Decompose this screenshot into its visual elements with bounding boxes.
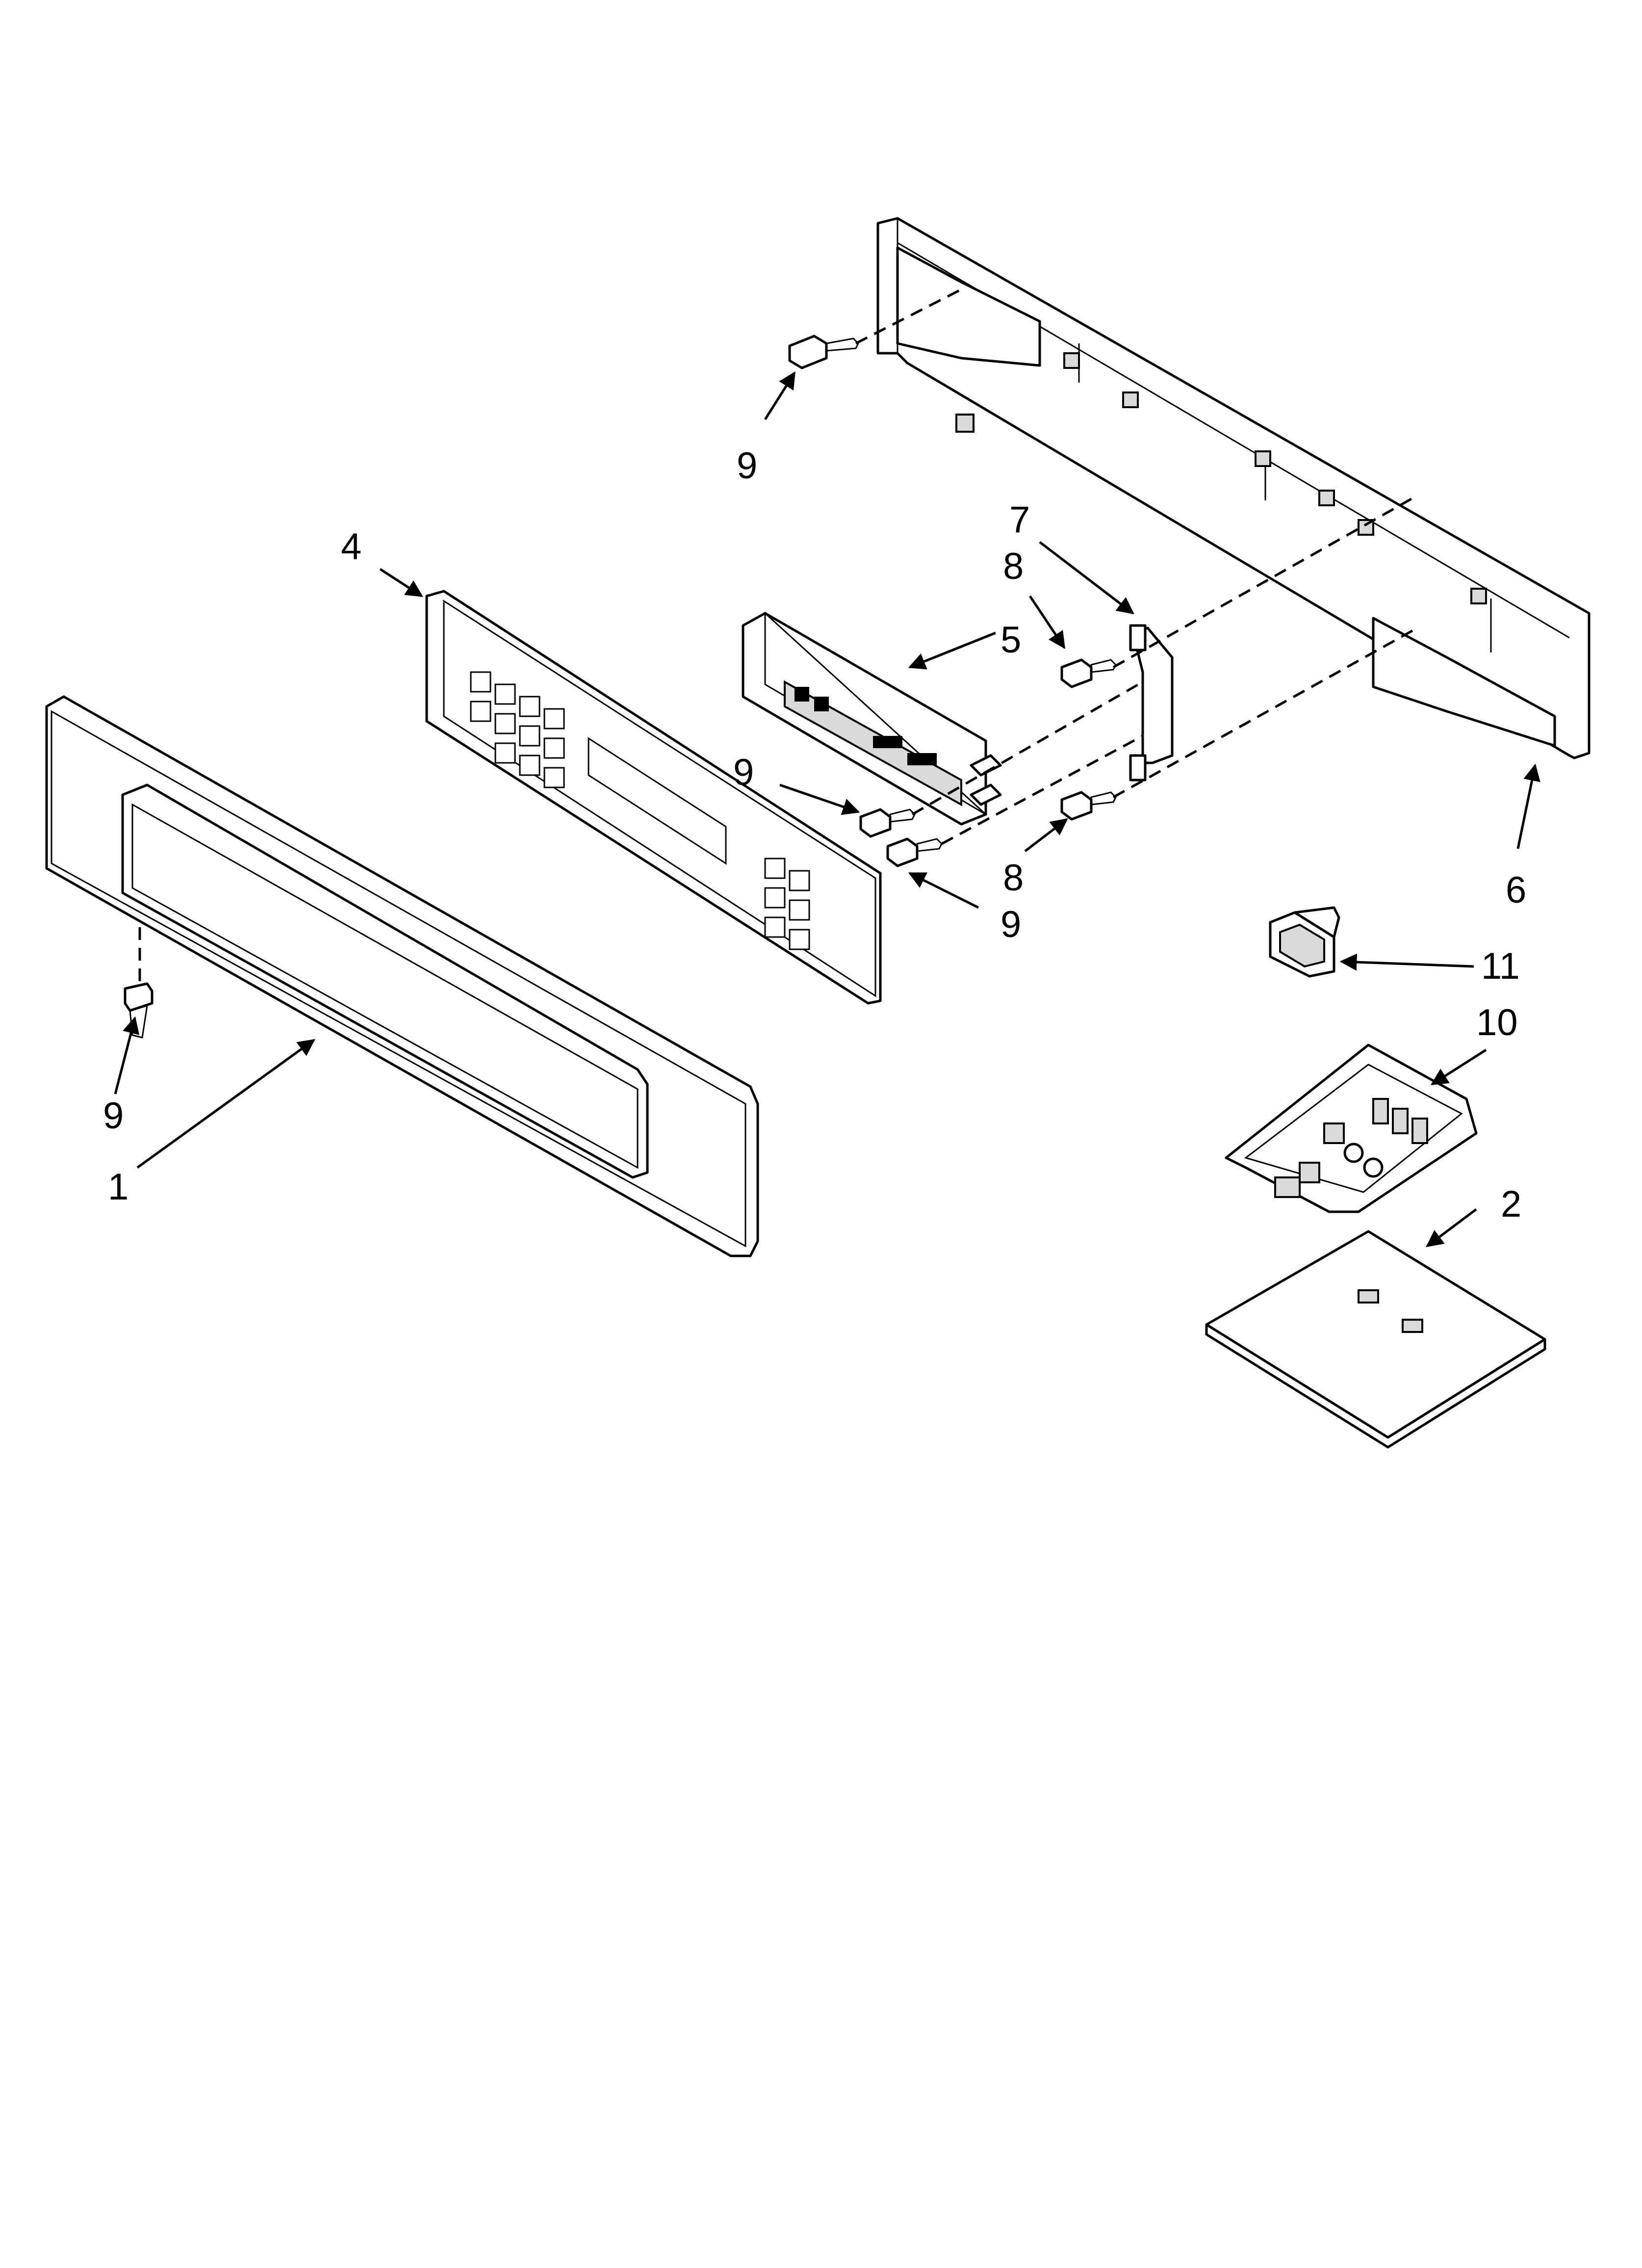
screw-display-upper <box>859 808 916 838</box>
callout-9-lower: 9 <box>1001 904 1021 945</box>
callout-4: 4 <box>341 526 361 568</box>
screw-top <box>788 335 859 369</box>
control-panel-overlay <box>425 590 882 1005</box>
control-panel-frame <box>876 217 1591 759</box>
callout-10: 10 <box>1476 1002 1518 1043</box>
relay-component <box>1269 906 1340 978</box>
callout-8-upper: 8 <box>1003 546 1024 587</box>
callout-9-top: 9 <box>737 445 757 487</box>
callout-8-lower: 8 <box>1003 857 1024 899</box>
callout-2: 2 <box>1501 1183 1521 1225</box>
keypad-right <box>764 858 810 950</box>
electronic-control-display <box>742 611 1002 826</box>
assembly-lines <box>138 288 1418 981</box>
control-board <box>1225 1043 1478 1213</box>
callout-labels: 9 4 7 8 5 9 8 9 6 11 10 2 9 1 <box>103 445 1526 1225</box>
leader-arrows <box>114 371 1540 1248</box>
keypad-left <box>470 671 565 788</box>
callout-11: 11 <box>1481 945 1520 987</box>
cover-plate <box>1205 1230 1546 1449</box>
screw-trim <box>124 982 154 1039</box>
callout-5: 5 <box>1001 619 1021 661</box>
display-bracket <box>1129 624 1174 782</box>
screw-display-lower <box>886 837 943 867</box>
control-panel-trim <box>45 695 759 1257</box>
callout-9-trim: 9 <box>103 1095 124 1137</box>
screw-lower-bracket <box>1060 791 1117 821</box>
callout-6: 6 <box>1506 869 1526 911</box>
callout-9-display: 9 <box>733 752 754 793</box>
screw-upper-bracket <box>1060 658 1117 688</box>
callout-1: 1 <box>108 1166 128 1208</box>
callout-7: 7 <box>1009 499 1030 541</box>
